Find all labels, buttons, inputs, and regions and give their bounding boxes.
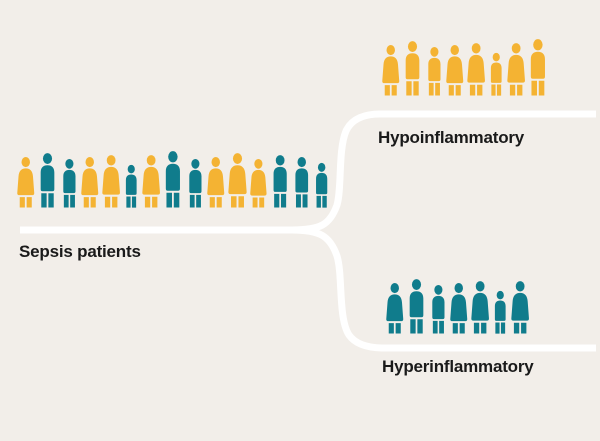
person-body-dress (250, 169, 268, 208)
label-hyperinflammatory: Hyperinflammatory (382, 357, 534, 376)
person-head (232, 153, 243, 164)
person-body-trousers (405, 53, 420, 96)
person-body-trousers (494, 300, 506, 334)
person-body-trousers (431, 295, 444, 334)
person-icon (166, 151, 181, 208)
label-hypoinflammatory: Hypoinflammatory (378, 128, 525, 147)
person-head (211, 157, 220, 168)
person-body-trousers (188, 169, 202, 208)
person-head (515, 281, 525, 292)
person-icon (273, 155, 287, 208)
person-icon (467, 43, 485, 96)
person-icon (446, 45, 464, 96)
person-body-dress (446, 56, 464, 96)
person-head (21, 157, 30, 168)
person-icon (427, 47, 440, 96)
person-icon (386, 283, 404, 334)
person-icon (531, 39, 546, 96)
person-head (475, 281, 485, 292)
person-icon (315, 162, 327, 208)
person-body-dress (207, 168, 225, 208)
person-icon (506, 43, 525, 96)
person-body-trousers (62, 169, 75, 208)
person-body-dress (141, 166, 160, 208)
person-icon (450, 283, 468, 334)
person-icon (405, 41, 420, 96)
person-icon (62, 159, 75, 208)
person-body-dress (467, 54, 485, 96)
person-icon (40, 153, 55, 208)
person-head (317, 162, 325, 172)
person-head (191, 159, 200, 169)
person-icon (188, 159, 202, 208)
person-head (42, 153, 53, 164)
person-head (454, 283, 463, 294)
person-icon (471, 281, 489, 334)
person-head (85, 157, 94, 168)
person-icon (409, 279, 424, 334)
person-head (254, 159, 263, 169)
person-body-dress (382, 56, 400, 96)
person-body-dress (506, 54, 525, 96)
person-head (64, 159, 73, 169)
person-icon (494, 290, 506, 334)
person-head (297, 157, 306, 168)
figure-group-sepsis-patients (16, 150, 330, 208)
person-icon (102, 155, 120, 208)
person-body-trousers (427, 57, 440, 96)
person-icon (250, 159, 268, 208)
person-icon (382, 45, 400, 96)
person-head (407, 41, 418, 52)
person-icon (490, 52, 502, 96)
person-body-trousers (315, 172, 327, 208)
person-body-trousers (531, 51, 546, 96)
person-body-dress (450, 294, 468, 334)
person-body-dress (471, 292, 489, 334)
person-head (411, 279, 422, 290)
label-sepsis-patients: Sepsis patients (19, 242, 141, 261)
person-icon (431, 285, 444, 334)
person-head (533, 39, 544, 51)
person-head (433, 285, 442, 295)
person-body-dress (386, 294, 404, 334)
person-icon (228, 153, 247, 208)
person-head (450, 45, 459, 56)
person-body-dress (17, 168, 35, 208)
person-icon (81, 157, 99, 208)
figure-group-hyperinflammatory (385, 278, 530, 334)
person-icon (17, 157, 35, 208)
person-head (496, 290, 504, 300)
person-body-dress (81, 168, 99, 208)
person-head (386, 45, 395, 56)
person-head (127, 164, 135, 174)
person-body-trousers (273, 166, 287, 208)
person-head (390, 283, 399, 294)
person-head (492, 52, 500, 62)
person-body-trousers (490, 62, 502, 96)
person-body-dress (102, 166, 120, 208)
figure-group-hypoinflammatory (381, 38, 549, 96)
person-body-trousers (409, 291, 424, 334)
person-body-dress (228, 165, 247, 208)
person-body-dress (510, 292, 529, 334)
person-icon (294, 157, 308, 208)
person-icon (510, 281, 529, 334)
person-head (471, 43, 481, 54)
person-body-trousers (166, 163, 181, 208)
person-head (429, 47, 438, 57)
person-icon (125, 164, 137, 208)
person-icon (141, 155, 160, 208)
person-head (511, 43, 521, 54)
person-body-trousers (294, 168, 308, 208)
person-body-trousers (125, 174, 137, 208)
person-icon (207, 157, 225, 208)
person-head (106, 155, 116, 166)
person-body-trousers (40, 165, 55, 208)
person-head (146, 155, 156, 166)
person-head (168, 151, 179, 163)
person-head (275, 155, 285, 166)
